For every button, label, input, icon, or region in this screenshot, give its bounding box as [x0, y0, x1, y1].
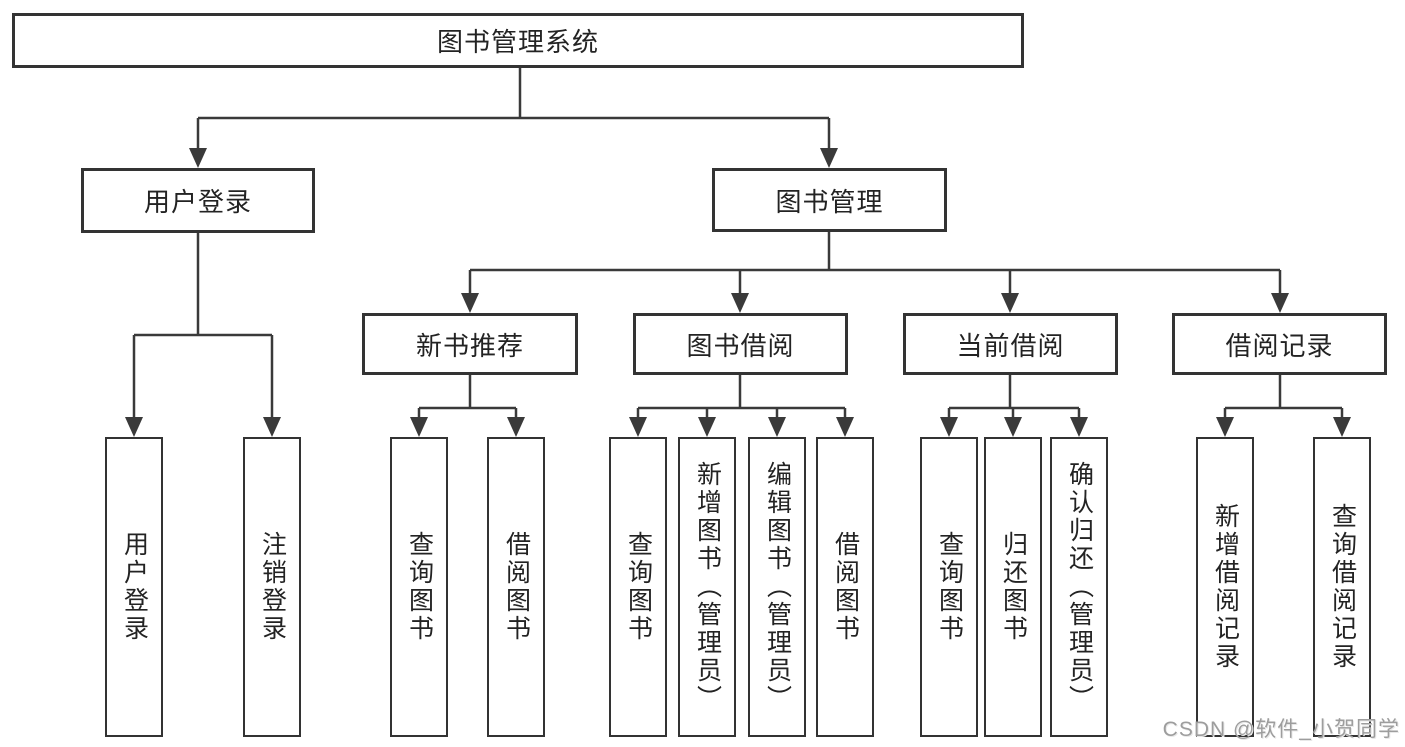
- node-label: 新书推荐: [415, 330, 524, 361]
- leaf-label: 编辑图书（管理员）: [763, 461, 792, 713]
- leaf-label: 新增图书（管理员）: [693, 461, 722, 713]
- leaf-label: 归还图书: [999, 531, 1028, 643]
- leaf-add-book-admin: 新增图书（管理员）: [678, 437, 736, 737]
- leaf-borrow-books-recommend: 借阅图书: [487, 437, 545, 737]
- leaf-query-books-borrow: 查询图书: [609, 437, 667, 737]
- node-current-borrowing: 当前借阅: [903, 313, 1118, 375]
- node-label: 当前借阅: [956, 330, 1065, 361]
- leaf-borrow-books-borrow: 借阅图书: [816, 437, 874, 737]
- node-label: 图书管理: [775, 186, 884, 217]
- leaf-label: 查询图书: [624, 531, 653, 643]
- leaf-query-books-recommend: 查询图书: [390, 437, 448, 737]
- node-borrowing-records: 借阅记录: [1172, 313, 1387, 375]
- leaf-query-books-current: 查询图书: [920, 437, 978, 737]
- node-book-borrowing: 图书借阅: [633, 313, 848, 375]
- node-book-management: 图书管理: [712, 168, 947, 232]
- node-new-book-recommendation: 新书推荐: [362, 313, 578, 375]
- leaf-return-book: 归还图书: [984, 437, 1042, 737]
- node-label: 借阅记录: [1225, 330, 1334, 361]
- leaf-label: 借阅图书: [831, 531, 860, 643]
- watermark: CSDN @软件_小贺同学: [1162, 718, 1400, 741]
- leaf-confirm-return-admin: 确认归还（管理员）: [1050, 437, 1108, 737]
- node-library-management-system: 图书管理系统: [12, 13, 1024, 68]
- leaf-user-login: 用户登录: [105, 437, 163, 737]
- leaf-label: 用户登录: [120, 531, 149, 643]
- node-label: 用户登录: [143, 187, 252, 217]
- node-label: 图书借阅: [686, 330, 795, 361]
- leaf-label: 查询图书: [405, 531, 434, 643]
- leaf-label: 借阅图书: [502, 531, 531, 643]
- node-label: 图书管理系统: [436, 27, 599, 57]
- leaf-label: 查询借阅记录: [1328, 503, 1357, 671]
- leaf-add-borrow-record: 新增借阅记录: [1196, 437, 1254, 737]
- leaf-label: 新增借阅记录: [1211, 503, 1240, 671]
- leaf-label: 确认归还（管理员）: [1065, 461, 1094, 713]
- leaf-label: 查询图书: [935, 531, 964, 643]
- leaf-label: 注销登录: [258, 531, 287, 643]
- leaf-logout: 注销登录: [243, 437, 301, 737]
- node-user-login: 用户登录: [81, 168, 315, 233]
- leaf-edit-book-admin: 编辑图书（管理员）: [748, 437, 806, 737]
- leaf-query-borrow-record: 查询借阅记录: [1313, 437, 1371, 737]
